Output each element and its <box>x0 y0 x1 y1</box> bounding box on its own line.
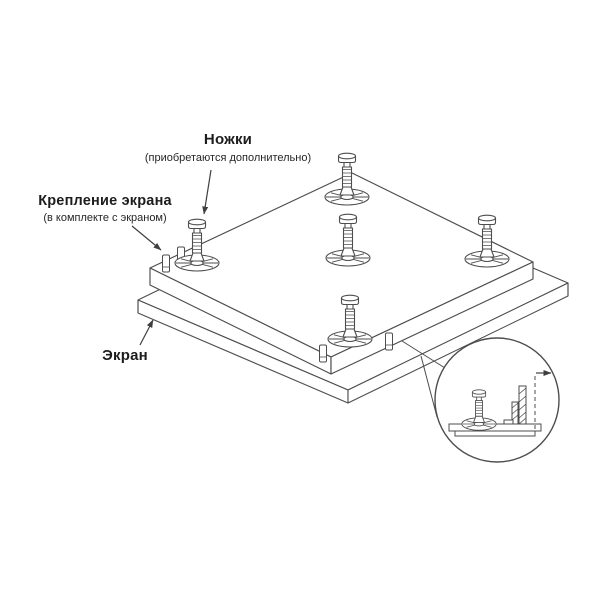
label-screen: Экран <box>70 347 180 366</box>
detail-mount-bracket <box>503 401 519 425</box>
screen-clip <box>319 344 327 363</box>
feet-arrow <box>202 169 212 215</box>
detail-leader-lines <box>401 340 446 418</box>
label-screen-title: Экран <box>102 347 148 364</box>
detail-circle <box>434 337 560 463</box>
label-screen-mount-subtitle: (в комплекте с экраном) <box>43 212 167 225</box>
detail-leader-bottom <box>420 355 438 418</box>
screen-clip <box>162 254 170 273</box>
screen-frame-corner-edges <box>137 283 569 313</box>
label-feet-title: Ножки <box>203 131 253 148</box>
screen-mount-arrow <box>131 225 162 251</box>
label-feet: Ножки (приобретаются дополнительно) <box>68 131 388 166</box>
label-screen-mount: Крепление экрана (в комплекте с экраном) <box>5 192 205 226</box>
tray-right-face <box>330 261 534 375</box>
label-screen-mount-title: Крепление экрана <box>38 193 172 209</box>
detail-callout <box>434 337 560 463</box>
label-feet-subtitle: (приобретаются дополнительно) <box>144 151 312 164</box>
screen-arrow <box>139 319 154 346</box>
screen-clip <box>385 332 393 351</box>
leader-arrows <box>131 169 212 346</box>
screen-frame <box>137 192 569 404</box>
detail-screen-panel <box>518 385 527 425</box>
detail-leader-top <box>401 340 446 369</box>
